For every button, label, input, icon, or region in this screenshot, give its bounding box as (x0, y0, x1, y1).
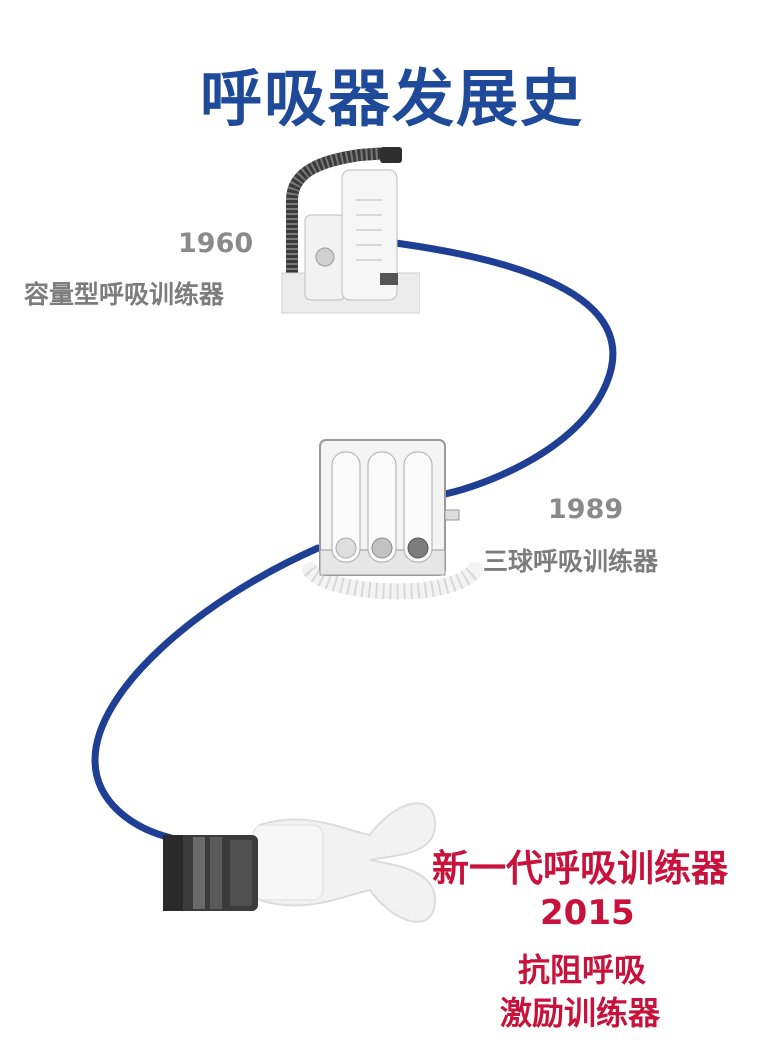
page-title: 呼吸器发展史 (199, 62, 584, 135)
device-name-resistance-line1: 抗阻呼吸 (518, 951, 647, 989)
device-name-resistance-line2: 激励训练器 (500, 994, 661, 1032)
three-ball-trainer-icon (302, 439, 483, 600)
curve-path (91, 238, 617, 844)
resistance-trainer-icon (163, 802, 437, 923)
device-name-volumetric: 容量型呼吸训练器 (24, 280, 225, 309)
headline-new-generation: 新一代呼吸训练器 (432, 847, 728, 890)
volumetric-spirometer-icon (281, 147, 420, 314)
year-label-1960: 1960 (178, 228, 254, 259)
year-label-1989: 1989 (548, 494, 624, 525)
year-label-2015: 2015 (540, 893, 635, 933)
device-name-three-ball: 三球呼吸训练器 (483, 547, 659, 576)
